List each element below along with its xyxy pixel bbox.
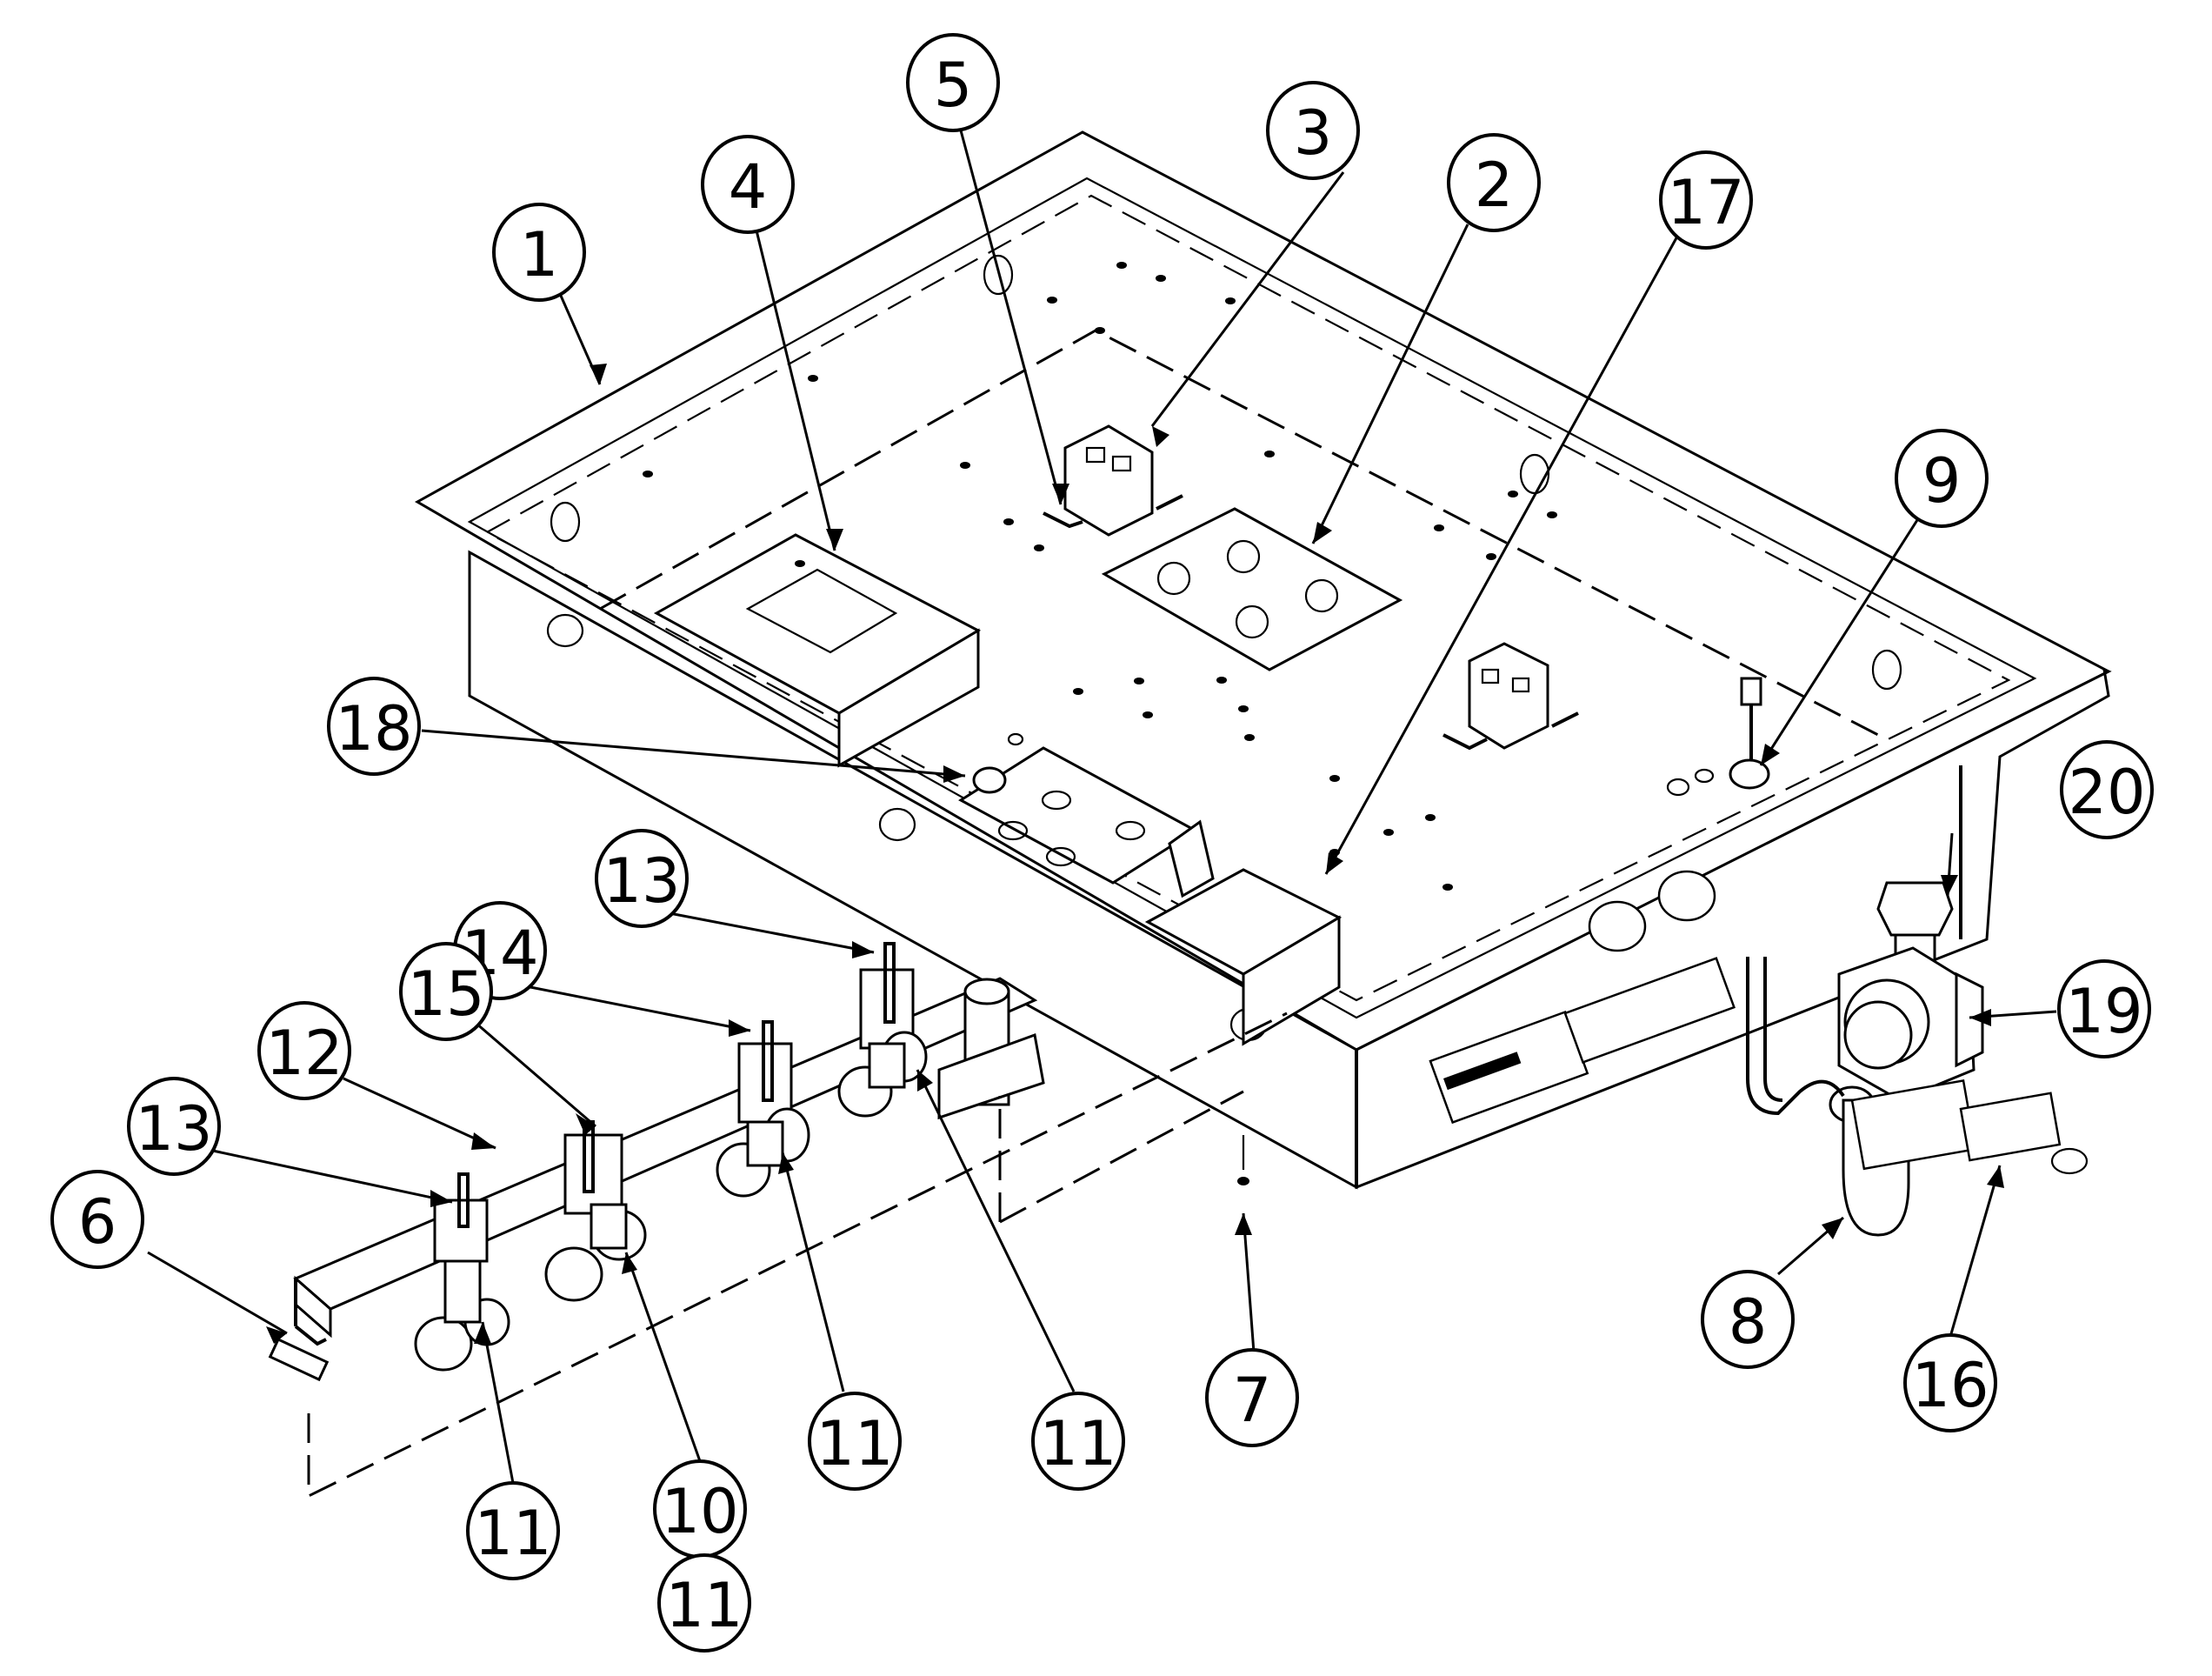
svg-text:20: 20 <box>2068 757 2145 828</box>
svg-text:9: 9 <box>1922 445 1962 517</box>
svg-text:16: 16 <box>1911 1350 1989 1421</box>
svg-text:10: 10 <box>661 1476 738 1547</box>
svg-text:7: 7 <box>1233 1365 1272 1436</box>
valve-second <box>544 1120 647 1302</box>
callout-7: 7 <box>1205 1348 1299 1447</box>
component-part-9 <box>1666 677 1770 797</box>
callout-12: 12 <box>257 1001 351 1100</box>
callout-11-d: 11 <box>1031 1392 1125 1491</box>
manifold-assembly <box>268 942 1045 1382</box>
arrowheads <box>266 364 2004 1344</box>
callout-11-b: 11 <box>657 1553 751 1653</box>
svg-text:11: 11 <box>474 1498 551 1569</box>
callout-17: 17 <box>1659 150 1753 250</box>
regulator-assembly <box>1746 881 2089 1237</box>
valve-left <box>414 1172 510 1372</box>
svg-text:2: 2 <box>1475 150 1514 221</box>
callout-10: 10 <box>653 1459 747 1559</box>
svg-text:19: 19 <box>2065 976 2142 1047</box>
callout-20: 20 <box>2060 740 2154 839</box>
callout-6: 6 <box>50 1170 144 1269</box>
bracket-part-17 <box>1144 819 1343 1046</box>
svg-text:13: 13 <box>603 845 680 917</box>
svg-text:17: 17 <box>1667 167 1744 238</box>
callout-16: 16 <box>1903 1333 1997 1432</box>
callout-11-c: 11 <box>808 1392 902 1491</box>
clip-part-18 <box>972 732 1024 794</box>
callout-5: 5 <box>906 33 1000 132</box>
svg-text:11: 11 <box>665 1570 743 1641</box>
svg-text:12: 12 <box>265 1018 343 1089</box>
bracket-part-4 <box>653 533 982 768</box>
plate-part-2 <box>1101 507 1403 671</box>
callout-13-b: 13 <box>595 829 689 928</box>
callout-15: 15 <box>399 942 493 1041</box>
callout-4: 4 <box>701 135 795 234</box>
svg-text:11: 11 <box>1039 1408 1116 1479</box>
screws <box>643 262 1557 891</box>
svg-text:4: 4 <box>729 151 768 223</box>
svg-text:15: 15 <box>407 958 484 1030</box>
callout-19: 19 <box>2057 959 2151 1058</box>
callout-13-a: 13 <box>127 1077 221 1176</box>
housing-labels <box>1429 870 1736 1125</box>
callout-2: 2 <box>1447 133 1541 232</box>
svg-text:18: 18 <box>335 693 412 765</box>
callout-9: 9 <box>1895 429 1989 528</box>
svg-text:8: 8 <box>1729 1286 1768 1358</box>
bracket-part-3 <box>1043 424 1183 537</box>
svg-text:11: 11 <box>816 1408 893 1479</box>
callout-3: 3 <box>1266 81 1360 180</box>
svg-text:13: 13 <box>135 1093 212 1165</box>
callout-11-a: 11 <box>466 1481 560 1580</box>
assembly-lines <box>307 1012 1288 1499</box>
svg-text:6: 6 <box>78 1186 117 1258</box>
callout-1: 1 <box>492 203 586 302</box>
svg-text:5: 5 <box>934 50 973 121</box>
valve-third <box>716 1020 810 1198</box>
svg-text:1: 1 <box>520 219 559 290</box>
valve-fourth <box>837 942 928 1118</box>
svg-text:3: 3 <box>1294 97 1333 169</box>
callout-8: 8 <box>1701 1270 1795 1369</box>
bracket-right <box>1442 642 1579 751</box>
callout-18: 18 <box>327 677 421 776</box>
